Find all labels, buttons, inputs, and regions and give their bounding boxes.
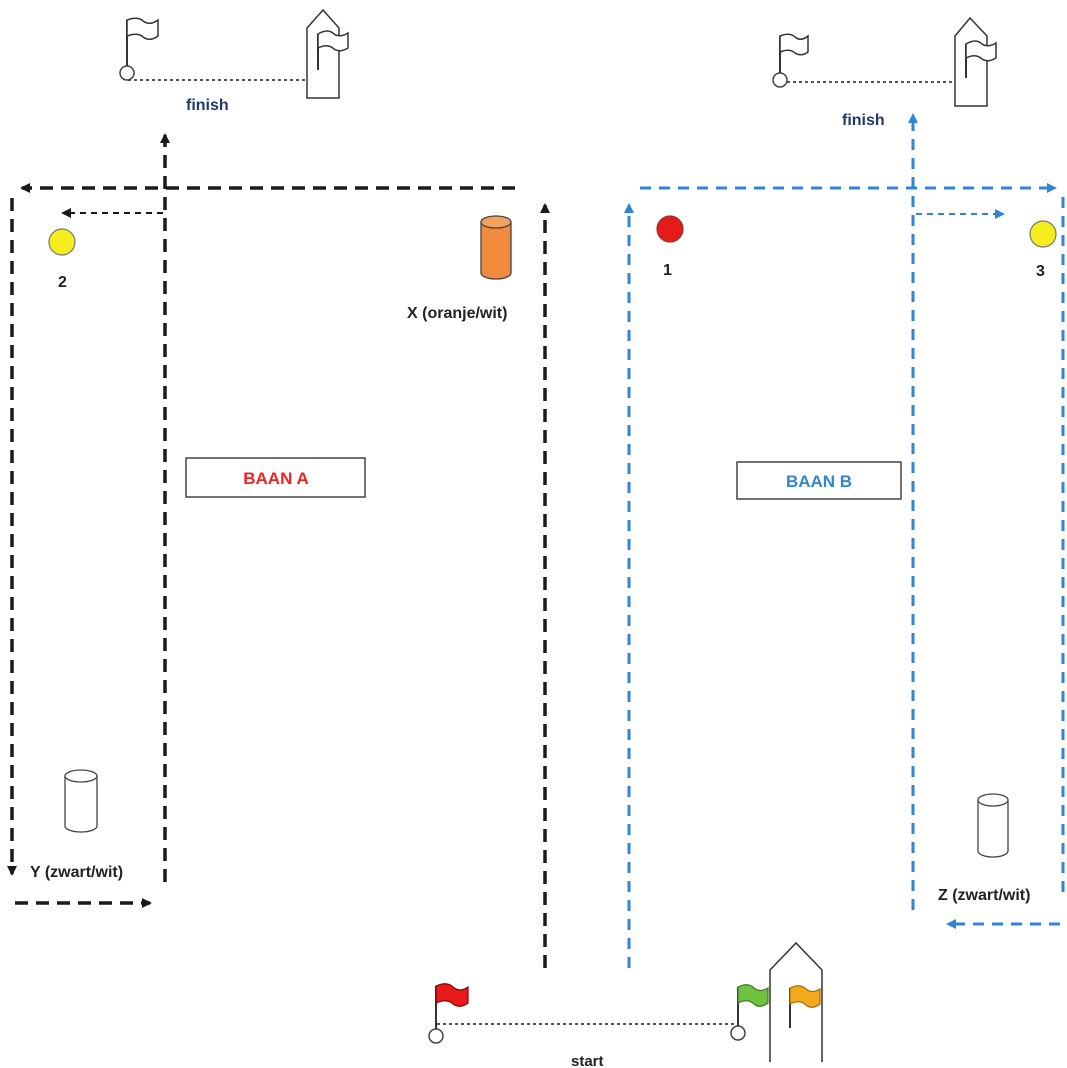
finish-label-left: finish — [186, 97, 229, 114]
buoy-3-label: 3 — [1036, 263, 1045, 280]
start-line — [428, 941, 823, 1062]
committee-boat-icon — [954, 16, 997, 107]
course-a-label-box: BAAN A — [185, 457, 366, 498]
course-b-route — [624, 113, 1065, 968]
flag-icon — [737, 984, 769, 1026]
buoy-icon — [48, 228, 76, 256]
course-b-label: BAAN B — [786, 472, 852, 491]
cylinder-mark-icon — [977, 793, 1009, 858]
buoy-1-label: 1 — [663, 262, 672, 279]
buoy-icon — [656, 215, 684, 243]
finish-label-right: finish — [842, 112, 885, 129]
course-b-label-box: BAAN B — [736, 461, 902, 500]
mark-z — [977, 793, 1009, 858]
mark-x-label: X (oranje/wit) — [407, 305, 507, 322]
finish-line-right — [772, 16, 997, 107]
mark-z-label: Z (zwart/wit) — [938, 887, 1030, 904]
committee-boat-icon — [306, 8, 349, 99]
start-label: start — [571, 1053, 604, 1068]
course-a-label: BAAN A — [243, 469, 308, 488]
flag-icon — [126, 17, 159, 66]
committee-boat-icon — [769, 941, 823, 1062]
buoy-2 — [48, 228, 76, 256]
flag-icon — [779, 33, 809, 73]
buoy-1 — [656, 215, 684, 243]
buoy-icon — [1029, 220, 1057, 248]
cylinder-mark-icon — [64, 769, 98, 833]
course-a-route — [7, 133, 550, 968]
buoy-3 — [1029, 220, 1057, 248]
mark-x — [480, 215, 512, 280]
cylinder-mark-icon — [480, 215, 512, 280]
mark-y — [64, 769, 98, 833]
mark-y-label: Y (zwart/wit) — [30, 864, 123, 881]
finish-line-left — [119, 8, 349, 99]
flag-icon — [435, 983, 469, 1029]
buoy-2-label: 2 — [58, 274, 67, 291]
